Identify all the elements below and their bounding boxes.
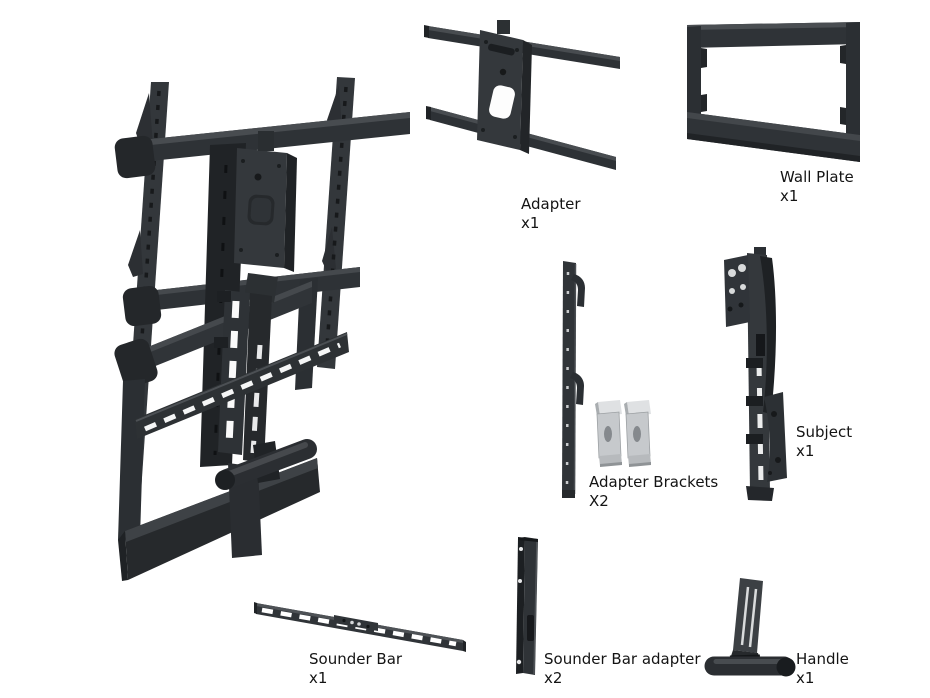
adapter-drawing <box>424 20 620 170</box>
sounder-bar-drawing <box>254 602 466 652</box>
sounder-bar-adapter-label-qty: x2 <box>544 669 563 687</box>
adapter-rail-drawing <box>562 261 585 498</box>
wall-plate-drawing <box>687 22 860 162</box>
sounder-bar-adapter-label: Sounder Bar adapter x2 <box>544 650 701 688</box>
handle-label: Handle x1 <box>796 650 849 688</box>
sounder-bar-adapter-drawing <box>516 537 538 675</box>
sounder-bar-illustration <box>248 596 473 652</box>
adapter-brackets-label: Adapter Brackets X2 <box>589 473 718 511</box>
subject-label-name: Subject <box>796 423 853 441</box>
adapter-bracket-clamp-2 <box>623 398 653 470</box>
wall-plate-label-name: Wall Plate <box>780 168 854 186</box>
sounder-bar-adapter-illustration <box>508 527 554 677</box>
adapter-label-qty: x1 <box>521 214 540 232</box>
subject-illustration <box>710 242 805 507</box>
handle-label-qty: x1 <box>796 669 815 687</box>
adapter-brackets-label-qty: X2 <box>589 492 609 510</box>
handle-drawing <box>704 578 796 677</box>
handle-illustration <box>692 553 807 688</box>
main-assembly-illustration <box>60 15 440 581</box>
adapter-bracket-clamp-drawing <box>624 400 651 467</box>
subject-label-qty: x1 <box>796 442 815 460</box>
handle-label-name: Handle <box>796 650 849 668</box>
sounder-bar-label-name: Sounder Bar <box>309 650 403 668</box>
wall-plate-illustration <box>680 15 865 165</box>
main-assembly-drawing <box>114 77 410 581</box>
subject-drawing <box>724 247 787 501</box>
adapter-brackets-label-name: Adapter Brackets <box>589 473 719 491</box>
adapter-illustration <box>420 10 660 190</box>
sounder-bar-label: Sounder Bar x1 <box>309 650 402 688</box>
adapter-bracket-clamp-1 <box>594 398 624 470</box>
adapter-rail-illustration <box>556 250 618 502</box>
adapter-label: Adapter x1 <box>521 195 581 233</box>
wall-plate-label-qty: x1 <box>780 187 799 205</box>
adapter-bracket-clamp-drawing <box>595 400 622 467</box>
subject-label: Subject x1 <box>796 423 852 461</box>
adapter-label-name: Adapter <box>521 195 581 213</box>
wall-plate-label: Wall Plate x1 <box>780 168 854 206</box>
sounder-bar-label-qty: x1 <box>309 669 328 687</box>
sounder-bar-adapter-label-name: Sounder Bar adapter <box>544 650 701 668</box>
